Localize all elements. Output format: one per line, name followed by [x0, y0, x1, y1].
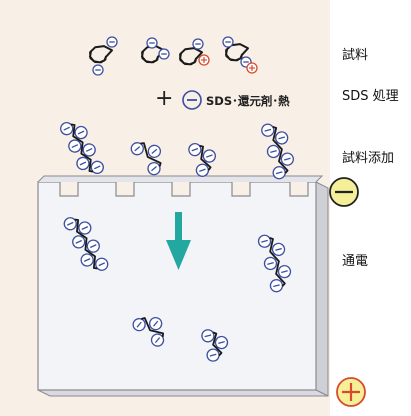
label-electrify: 通電: [342, 254, 369, 269]
reagent-plus-sign: +: [155, 86, 174, 111]
complex-5: [63, 217, 109, 271]
gel-bottom-face: [37, 389, 329, 397]
reagent-text: SDS･還元剤･熱: [206, 94, 290, 108]
gel-side-face: [315, 181, 329, 397]
complex-3: [188, 142, 217, 177]
plus-electrode-icon: [336, 377, 366, 407]
complex-4: [261, 123, 295, 180]
raw-protein-group: [89, 36, 258, 76]
raw-protein-2: [141, 37, 170, 64]
raw-protein-4: [222, 36, 258, 74]
gel-slab: [37, 175, 329, 397]
down-arrow-icon: [166, 212, 191, 270]
label-sample: 試料: [342, 48, 369, 63]
label-sample-addition: 試料添加: [342, 151, 395, 166]
raw-protein-3: [179, 38, 210, 66]
sds-minus-icon: [182, 90, 202, 110]
protein-sds-complexes: [60, 122, 295, 362]
complex-1: [60, 122, 104, 174]
complex-2: [130, 142, 162, 176]
label-sds-treatment: SDS 処理: [342, 89, 399, 104]
minus-electrode-icon: [329, 177, 359, 207]
complex-8: [201, 329, 229, 362]
raw-protein-1: [89, 36, 118, 76]
complex-7: [132, 316, 165, 347]
complex-6: [257, 234, 292, 293]
